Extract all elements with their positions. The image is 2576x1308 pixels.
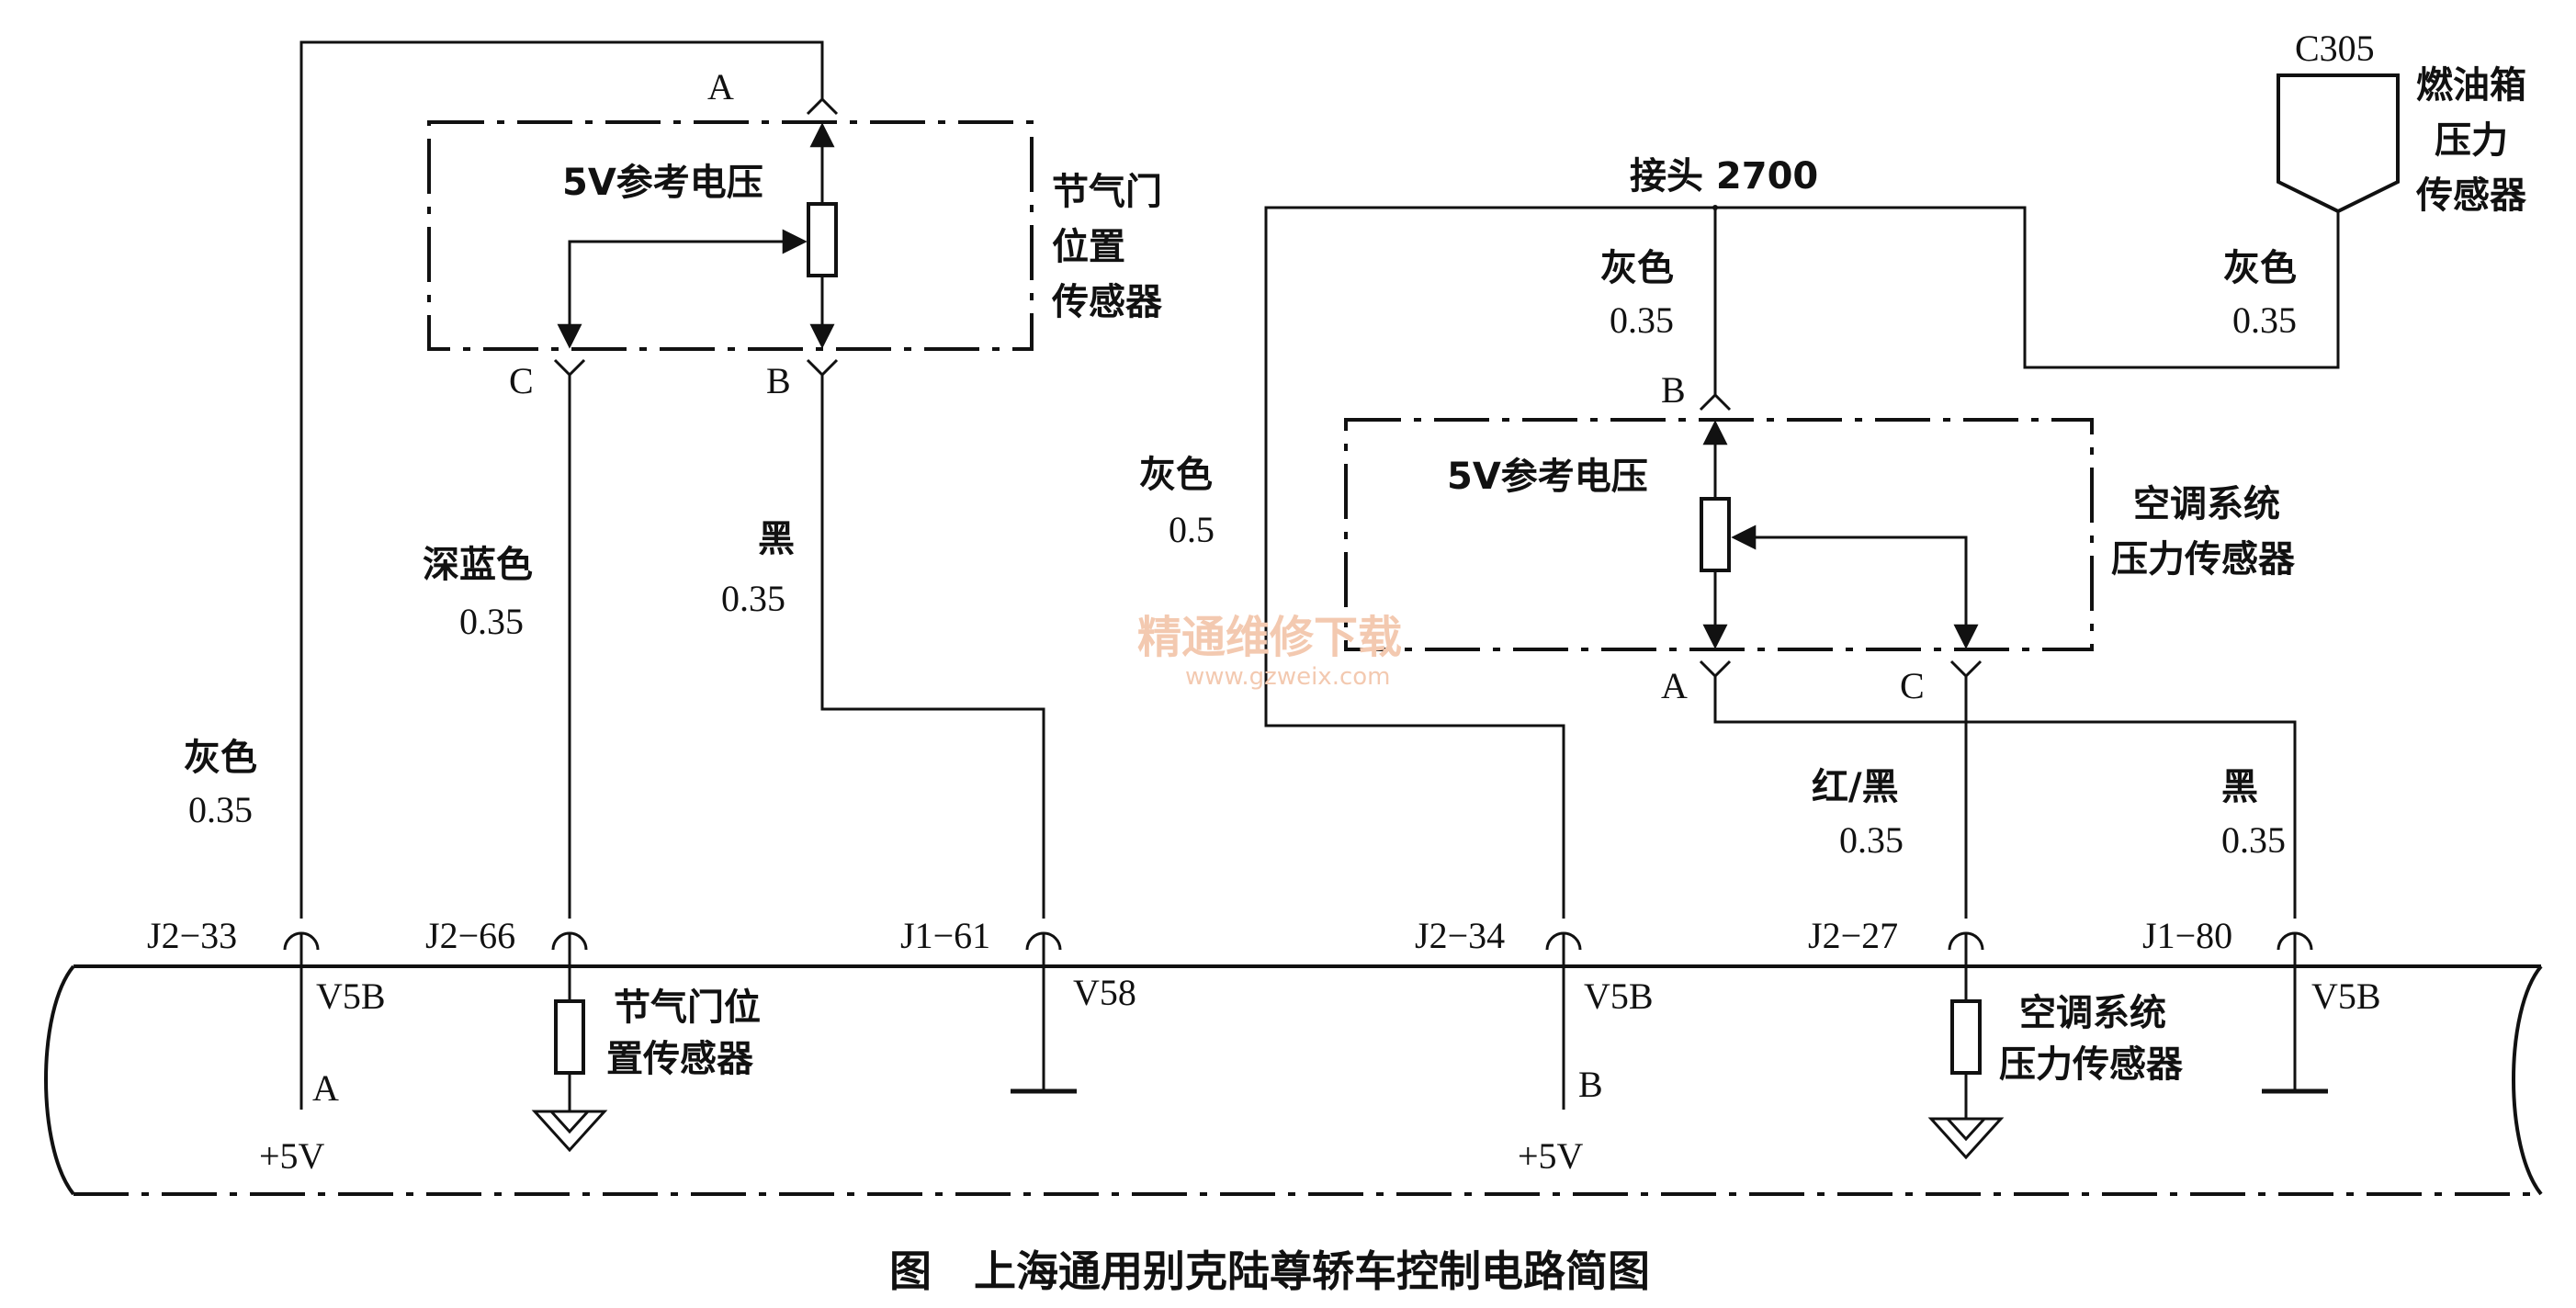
fuel-sensor-name-line3: 传感器 — [2415, 175, 2527, 217]
j2-66-label: J2−66 — [425, 915, 515, 956]
wires — [299, 40, 2340, 919]
wire-black-j1-61 — [820, 375, 1045, 919]
throttle-internal-resistor-icon — [554, 999, 585, 1075]
pin-a-connector-icon — [806, 96, 839, 116]
ac-pin-a-label: A — [1661, 665, 1688, 706]
wire-black-right-color: 黑 — [2221, 766, 2258, 808]
j2-27-internal-line1: 空调系统 — [2019, 992, 2166, 1034]
wire-black-j1-80 — [1713, 676, 2297, 919]
j1-80-signal: V5B — [2311, 975, 2381, 1017]
throttle-sensor-box — [427, 120, 1034, 351]
splice-label: 接头 2700 — [1630, 155, 1818, 197]
watermark-text: 精通维修下载 — [1137, 612, 1402, 663]
j2-33-sub-label: A — [312, 1067, 339, 1109]
ac-pin-b-label: B — [1661, 369, 1686, 411]
wire-red-black-gauge: 0.35 — [1839, 819, 1904, 861]
ac-ground-icon — [1927, 1117, 2005, 1160]
figure-caption: 图 上海通用别克陆尊轿车控制电路简图 — [889, 1246, 1650, 1296]
pcm-connectors: J2−33 V5B A +5V J2−66 节气门位 置传感器 J1−61 V5… — [147, 915, 2381, 1177]
fuel-sensor-name-line2: 压力 — [2435, 119, 2508, 162]
j2-27-label: J2−27 — [1808, 915, 1898, 956]
throttle-ground-icon — [531, 1110, 608, 1153]
fuel-tank-pressure-sensor: C305 燃油箱 压力 传感器 — [2277, 28, 2527, 217]
fuel-sensor-connector-label: C305 — [2295, 28, 2375, 69]
j2-66-internal-line1: 节气门位 — [614, 987, 761, 1029]
ac-pin-a-connector-icon — [1699, 660, 1732, 679]
ac-ref-voltage-label: 5V参考电压 — [1447, 456, 1648, 498]
ac-sensor-name-line1: 空调系统 — [2133, 483, 2280, 525]
wire-black-left-color: 黑 — [758, 518, 795, 560]
wire-dark-blue-gauge: 0.35 — [459, 601, 524, 642]
wire-gray-05-gauge: 0.5 — [1169, 509, 1215, 550]
throttle-sensor-name-line1: 节气门 — [1052, 171, 1162, 213]
wire-gray-b-color: 灰色 — [1600, 247, 1674, 289]
j2-34-label: J2−34 — [1415, 915, 1505, 956]
wire-gray-fuel-gauge: 0.35 — [2232, 299, 2297, 341]
j1-61-signal: V58 — [1073, 972, 1136, 1013]
throttle-pin-b-label: B — [766, 360, 791, 401]
throttle-position-sensor: 5V参考电压 节气门 位置 传感器 A C B — [427, 66, 1163, 401]
wire-gray-b-gauge: 0.35 — [1610, 299, 1674, 341]
wire-gray-fuel-color: 灰色 — [2223, 247, 2297, 289]
j1-80-label: J1−80 — [2142, 915, 2232, 956]
ac-sensor-box — [1344, 418, 2094, 651]
j2-66-internal-line2: 置传感器 — [606, 1038, 754, 1080]
ac-pin-c-connector-icon — [1949, 660, 1983, 679]
wire-dark-blue-color: 深蓝色 — [423, 544, 533, 586]
wire-gray-j2-34 — [1264, 206, 1717, 919]
wire-gray-left-gauge: 0.35 — [188, 789, 253, 830]
ac-pressure-sensor: 5V参考电压 空调系统 压力传感器 B A C — [1344, 369, 2296, 706]
throttle-sensor-name-line3: 传感器 — [1051, 281, 1163, 323]
throttle-connector-marks — [553, 96, 839, 378]
splice-2700-dot — [1712, 205, 1718, 210]
j2-34-supply: +5V — [1518, 1135, 1584, 1177]
throttle-potentiometer-icon — [807, 202, 838, 277]
wire-gray-left-color: 灰色 — [184, 737, 257, 779]
wire-red-black-color: 红/黑 — [1812, 766, 1899, 808]
fuel-sensor-connector-icon — [2277, 73, 2400, 214]
pcm-module-outline — [44, 964, 2543, 1196]
ac-pin-c-label: C — [1900, 665, 1925, 706]
ac-pin-b-connector-icon — [1699, 392, 1732, 412]
pin-c-connector-icon — [553, 358, 586, 378]
throttle-pin-a-label: A — [707, 66, 734, 107]
j2-34-sub-label: B — [1578, 1064, 1603, 1105]
j2-27-internal-line2: 压力传感器 — [1999, 1043, 2184, 1086]
wire-gray-j2-33 — [299, 40, 824, 919]
pin-b-connector-icon — [806, 358, 839, 378]
ac-potentiometer-icon — [1700, 497, 1731, 572]
ac-internal-resistor-icon — [1950, 999, 1982, 1075]
ac-connector-marks — [1699, 392, 1983, 679]
j2-33-signal: V5B — [316, 975, 386, 1017]
wire-labels: 灰色 0.35 深蓝色 0.35 黑 0.35 灰色 0.5 灰色 0.35 灰… — [184, 247, 2297, 861]
wire-gray-05-color: 灰色 — [1139, 454, 1213, 496]
ac-sensor-name-line2: 压力传感器 — [2111, 538, 2296, 581]
j2-33-label: J2−33 — [147, 915, 237, 956]
throttle-ref-voltage-label: 5V参考电压 — [562, 162, 763, 204]
j2-34-signal: V5B — [1584, 975, 1654, 1017]
wire-gray-fuel-sensor — [1715, 206, 2340, 369]
throttle-pin-c-label: C — [509, 360, 534, 401]
watermark-url: www.gzweix.com — [1185, 663, 1391, 691]
wire-black-left-gauge: 0.35 — [721, 578, 785, 619]
j1-61-label: J1−61 — [900, 915, 990, 956]
j2-33-supply: +5V — [259, 1135, 325, 1177]
throttle-sensor-name-line2: 位置 — [1052, 226, 1125, 268]
wire-black-right-gauge: 0.35 — [2221, 819, 2286, 861]
fuel-sensor-name-line1: 燃油箱 — [2416, 64, 2526, 107]
